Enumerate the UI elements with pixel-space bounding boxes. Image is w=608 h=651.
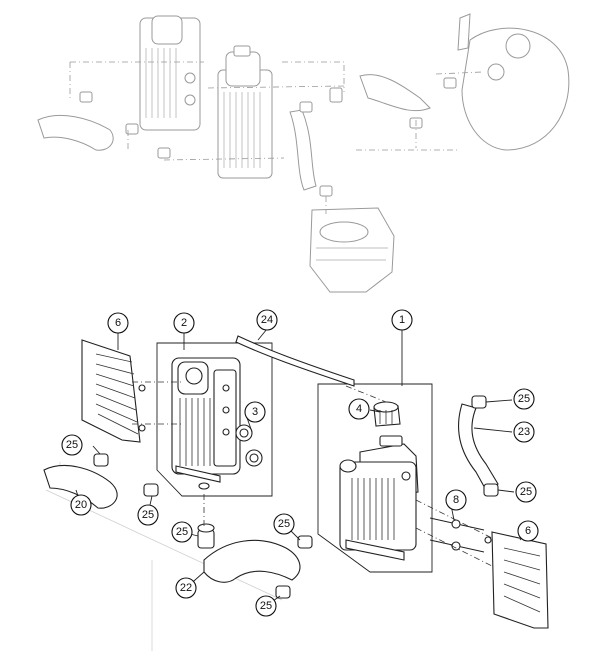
svg-text:1: 1 (399, 314, 405, 326)
callout-25-mid-right: 25 (515, 481, 537, 503)
hose-clamps-part-25 (93, 395, 499, 599)
svg-text:23: 23 (518, 426, 530, 438)
svg-text:4: 4 (356, 403, 362, 415)
callout-4: 4 (348, 398, 370, 420)
radiator-guard-left (81, 339, 146, 443)
svg-text:25: 25 (518, 393, 530, 405)
leader-lines (75, 328, 529, 607)
svg-text:6: 6 (525, 525, 531, 537)
svg-text:25: 25 (520, 486, 532, 498)
left-hose-overview (37, 114, 114, 151)
assembled-overview (37, 13, 570, 293)
center-hose-overview (289, 109, 317, 191)
svg-text:6: 6 (115, 317, 121, 329)
callout-25-bottom: 25 (255, 595, 277, 617)
right-radiator-overview (217, 45, 273, 179)
bolts-part-8 (429, 517, 485, 553)
callout-2: 2 (173, 312, 195, 334)
callout-8: 8 (445, 489, 467, 511)
cylinder-overview (309, 207, 395, 293)
svg-text:25: 25 (142, 509, 154, 521)
callout-6-right: 6 (517, 520, 539, 542)
callout-25-center-left: 25 (171, 521, 193, 543)
upper-right-hose-overview (359, 74, 431, 112)
svg-text:25: 25 (176, 526, 188, 538)
callout-6-left: 6 (107, 312, 129, 334)
radiator-guard-right (484, 531, 549, 629)
radiator-left (171, 357, 241, 490)
callout-25-center-right: 25 (273, 513, 295, 535)
filler-cap-part-4 (373, 401, 401, 427)
svg-text:8: 8 (453, 494, 459, 506)
svg-text:22: 22 (180, 582, 192, 594)
callout-25-left-upper: 25 (61, 434, 83, 456)
hose-part-20 (43, 465, 118, 509)
clutch-cover-overview (457, 13, 570, 151)
callout-3: 3 (244, 401, 266, 423)
svg-text:25: 25 (66, 439, 78, 451)
callout-23: 22 (175, 577, 197, 599)
callout-1: 1 (391, 309, 413, 331)
frame-part-1 (317, 383, 433, 573)
callout-20: 20 (70, 494, 92, 516)
svg-text:3: 3 (252, 406, 258, 418)
svg-text:2: 2 (181, 317, 187, 329)
bleed-hose-part-24 (235, 335, 355, 387)
callout-25-left-lower: 25 (137, 504, 159, 526)
radiator-right (339, 435, 419, 561)
callout-24: 24 (256, 309, 278, 331)
left-radiator-overview (139, 15, 201, 131)
svg-text:24: 24 (261, 314, 273, 326)
hose-part-23 (203, 539, 301, 583)
svg-text:25: 25 (260, 600, 272, 612)
svg-text:20: 20 (75, 499, 87, 511)
callout-22: 23 (513, 421, 535, 443)
callout-25-top-right: 25 (513, 388, 535, 410)
grommet-part-3 (235, 424, 263, 467)
hose-23-connector (197, 529, 215, 549)
svg-text:25: 25 (278, 518, 290, 530)
hose-part-22 (457, 403, 499, 491)
